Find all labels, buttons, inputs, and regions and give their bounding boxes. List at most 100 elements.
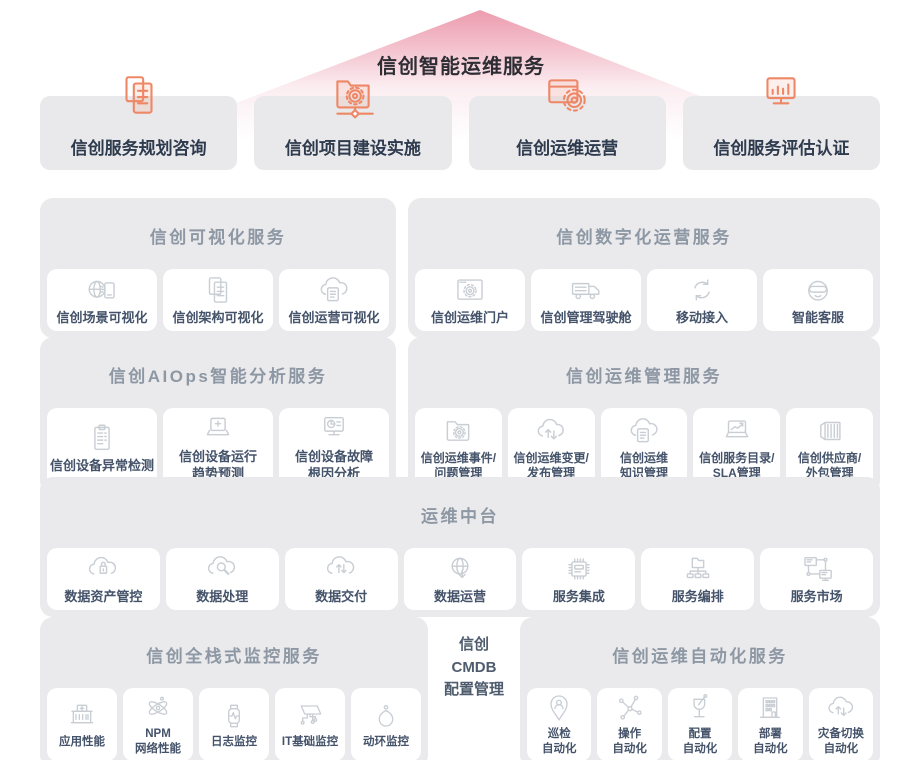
service-card: IT基础监控	[275, 688, 345, 760]
watch-icon	[212, 700, 256, 732]
service-card-label: 信创设备异常检测	[49, 457, 154, 473]
cmdb-label: 信创 CMDB 配置管理	[443, 636, 504, 698]
cloud-doc-icon	[312, 273, 356, 307]
panel-middle-platform: 运维中台 数据资产管控 数据处理 数据交付 数据运营 服务集成 服务编排 服务市场	[40, 477, 880, 618]
service-card: 信创运维事件/ 问题管理	[415, 408, 502, 487]
service-card: 服务集成	[522, 548, 636, 611]
globe-arrow-icon	[438, 552, 482, 586]
clipboard-icon	[80, 421, 124, 455]
ops-window-icon	[542, 71, 592, 121]
service-card: 信创运营可视化	[279, 269, 389, 332]
service-card-label: 信创运营可视化	[288, 310, 380, 326]
robot-icon	[796, 273, 840, 307]
atom-icon	[136, 692, 180, 724]
service-card-label: 服务编排	[671, 589, 724, 605]
service-card-label: 信创运维事件/ 问题管理	[420, 450, 497, 481]
service-card: 信创运维变更/ 发布管理	[507, 408, 595, 487]
service-card-label: 信创管理驾驶舱	[540, 310, 632, 326]
balloon-icon	[364, 700, 408, 732]
service-card-label: 信创架构可视化	[172, 310, 264, 326]
service-card: 信创运维门户	[415, 269, 525, 332]
service-card: 信创设备运行 趋势预测	[163, 408, 273, 487]
service-card: 信创运维运营	[468, 96, 666, 170]
service-card: 应用性能	[47, 688, 117, 760]
cloud-search-icon	[200, 552, 244, 586]
service-card-label: 配置 自动化	[682, 728, 718, 756]
panel-header: 信创可视化服务	[149, 228, 287, 248]
cloud-arrows-icon	[529, 414, 573, 448]
service-card-label: 服务集成	[552, 589, 605, 605]
service-card-label: 部署 自动化	[753, 728, 788, 756]
panel-automation: 信创运维自动化服务 巡检 自动化操作 自动化配置 自动化部署 自动化灾备切换 自…	[520, 617, 880, 760]
laptop-trend-icon	[715, 414, 759, 448]
page-title: 信创智能运维服务	[377, 56, 545, 78]
service-card: 信创管理驾驶舱	[531, 269, 641, 332]
service-card: 巡检 自动化	[527, 688, 592, 760]
panel-cards: 数据资产管控 数据处理 数据交付 数据运营 服务集成 服务编排 服务市场	[47, 548, 874, 611]
service-card-label: 信创场景可视化	[56, 310, 148, 326]
build-folder-icon	[328, 71, 378, 121]
service-card: 信创设备异常检测	[47, 408, 157, 487]
network-nodes-icon	[608, 692, 652, 724]
service-card: NPM 网络性能	[123, 688, 193, 760]
folder-tree-icon	[676, 552, 720, 586]
globe-phone-icon	[80, 273, 124, 307]
service-card: 信创服务评估认证	[682, 96, 880, 170]
service-card-label: NPM 网络性能	[135, 728, 181, 756]
service-card-label: 应用性能	[59, 735, 105, 748]
building-icon	[748, 692, 792, 724]
container-icon	[808, 414, 852, 448]
service-card: 信创设备故障 根因分析	[279, 408, 389, 487]
assess-monitor-icon	[756, 71, 806, 121]
truck-icon	[564, 273, 608, 307]
service-card-label: 信创服务目录/ SLA管理	[699, 450, 775, 481]
row-aiops-management: 信创AIOps智能分析服务 信创设备异常检测信创设备运行 趋势预测信创设备故障 …	[40, 337, 880, 494]
service-card-label: 信创服务评估认证	[713, 139, 850, 158]
top-services-row: 信创服务规划咨询 信创项目建设实施信创运维运营 信创服务评估认证	[40, 96, 880, 170]
panel-om-management: 信创运维管理服务 信创运维事件/ 问题管理信创运维变更/ 发布管理信创运维 知识…	[408, 337, 880, 494]
service-card-label: 信创运维变更/ 发布管理	[513, 450, 589, 481]
service-card-label: 数据交付	[315, 589, 368, 605]
panel-header: 信创运维管理服务	[566, 367, 722, 387]
service-card-label: 操作 自动化	[612, 728, 647, 756]
service-card: 信创项目建设实施	[254, 96, 452, 170]
service-card-label: 动环监控	[363, 735, 409, 748]
service-card-label: 巡检 自动化	[541, 728, 577, 756]
service-card: 信创运维 知识管理	[600, 408, 688, 487]
service-card: 灾备切换 自动化	[808, 688, 874, 760]
chip-icon	[557, 552, 601, 586]
portal-window-icon	[448, 273, 492, 307]
panel-aiops: 信创AIOps智能分析服务 信创设备异常检测信创设备运行 趋势预测信创设备故障 …	[40, 337, 396, 494]
cloud-doc-icon	[622, 414, 666, 448]
pin-person-icon	[537, 692, 581, 724]
service-card-label: 信创运维运营	[516, 139, 619, 158]
service-card: 智能客服	[763, 269, 873, 332]
service-card: 数据处理	[165, 548, 279, 611]
service-card-label: 数据处理	[196, 589, 249, 605]
service-card-label: 信创服务规划咨询	[70, 139, 207, 158]
plan-doc-icon	[114, 71, 164, 121]
service-card: 动环监控	[351, 688, 421, 760]
panel-header: 运维中台	[421, 507, 499, 527]
service-card: 日志监控	[199, 688, 269, 760]
panel-cards: 信创场景可视化 信创架构可视化 信创运营可视化	[47, 269, 389, 332]
goblet-icon	[678, 692, 722, 724]
panel-header: 信创AIOps智能分析服务	[108, 367, 328, 387]
panel-cards: 信创运维事件/ 问题管理信创运维变更/ 发布管理信创运维 知识管理信创服务目录/…	[415, 408, 873, 487]
service-card: 操作 自动化	[597, 688, 662, 760]
service-card-label: 信创运维门户	[430, 310, 509, 326]
service-card: 配置 自动化	[667, 688, 733, 760]
panel-cards: 信创设备异常检测信创设备运行 趋势预测信创设备故障 根因分析	[47, 408, 389, 487]
service-card-label: 数据运营	[434, 589, 487, 605]
panel-cards: 巡检 自动化 操作 自动化 配置 自动化 部署 自动化灾备切换 自动化	[527, 688, 874, 760]
building-plus-icon	[60, 700, 104, 732]
panel-header: 信创数字化运营服务	[556, 228, 732, 248]
panel-header: 信创全栈式监控服务	[146, 647, 322, 667]
service-card: 信创架构可视化	[163, 269, 273, 332]
service-card-label: 服务市场	[790, 589, 843, 605]
service-card-label: 数据资产管控	[64, 589, 143, 605]
